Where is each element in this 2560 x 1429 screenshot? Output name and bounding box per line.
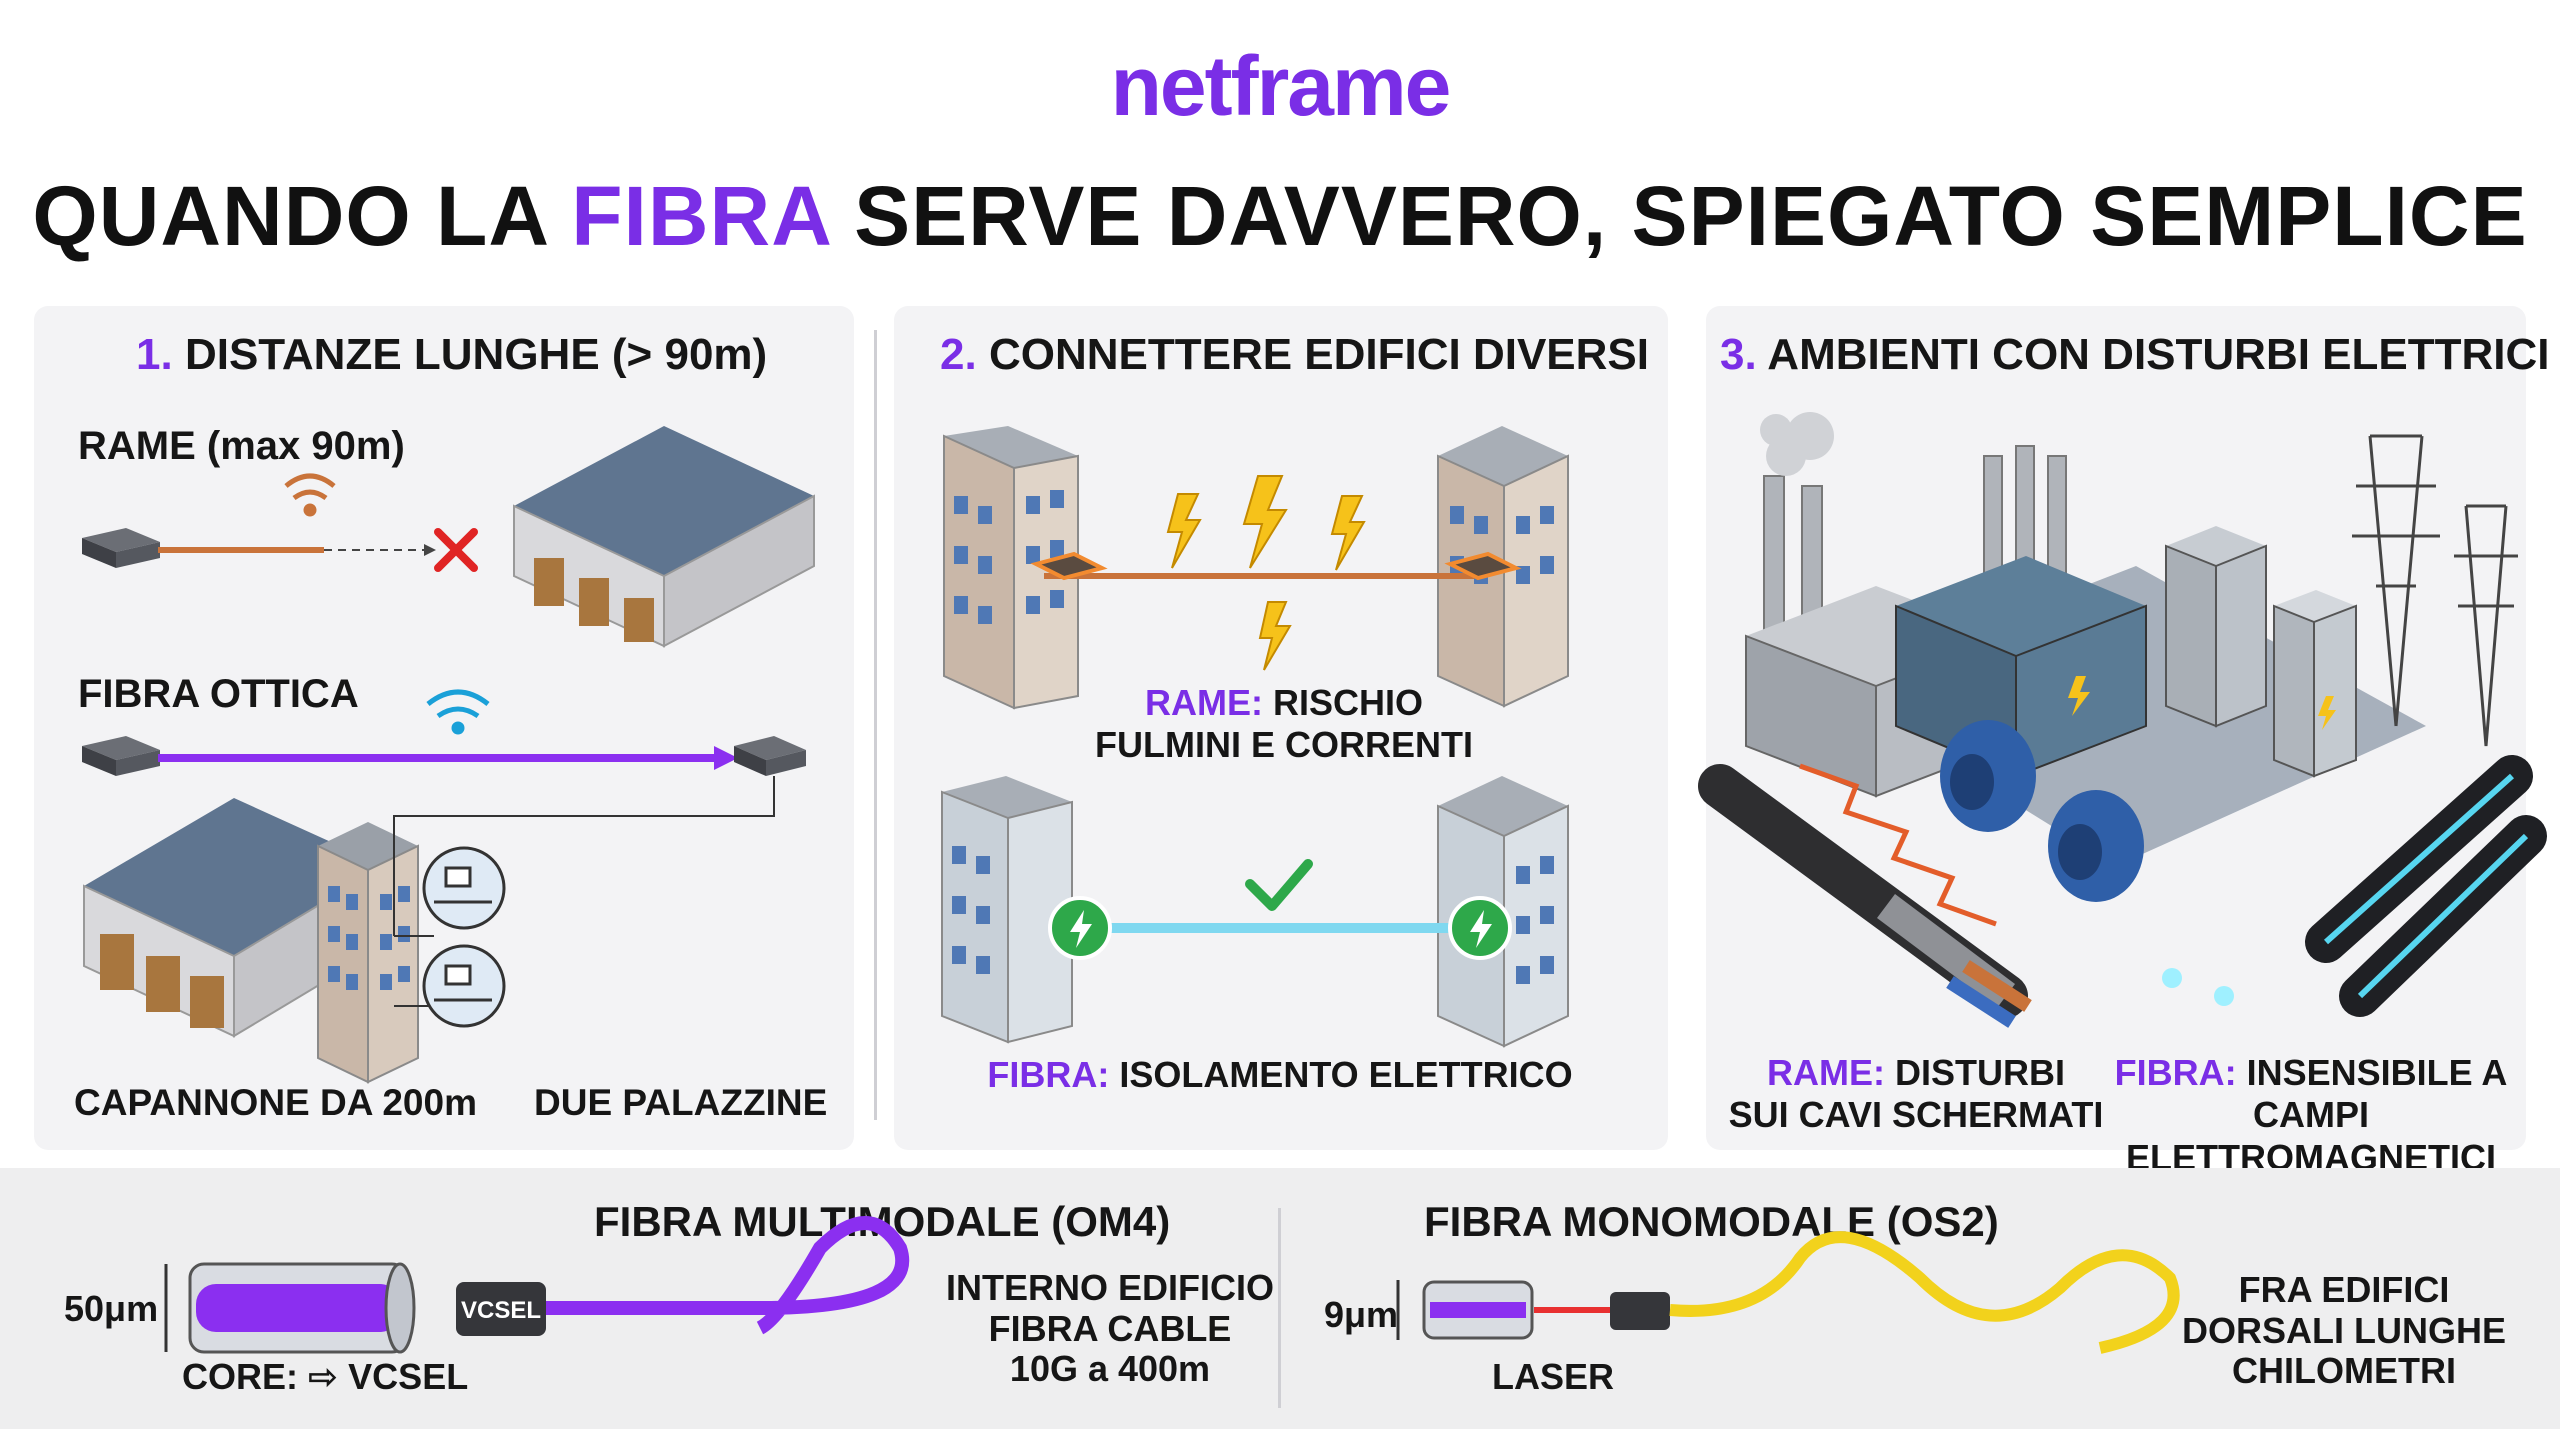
page-title: QUANDO LA FIBRA SERVE DAVVERO, SPIEGATO … [0,168,2560,265]
copper-label: RAME (max 90m) [78,424,405,468]
fiber-switch-right-icon [734,736,806,776]
copper-switch-icon [82,528,160,568]
sm-core-size: 9μm [1324,1294,1399,1335]
fail-x-icon [434,528,478,572]
switch-left-icon [1030,551,1108,581]
office-building-icon [317,822,419,1084]
panel1-illustration [82,426,815,1084]
copper-shielded-cable-icon [1698,764,2032,1028]
control-cabinet-icon [2165,526,2357,778]
interference-arrow-icon [1799,763,1997,927]
mm-core-label: CORE: ⇨ VCSEL [182,1356,469,1397]
vcsel-text: VCSEL [461,1297,541,1324]
smoke-icon [1760,412,1834,476]
fiber-cable-icon [2162,755,2547,1017]
singlemode-cable [1669,1231,2180,1354]
wifi-icon [426,689,490,735]
laser-source-icon [1610,1292,1670,1330]
building-left-top-icon [943,426,1079,710]
singlemode-core-icon [1396,1280,1534,1340]
fiber-types-illustration: VCSEL [164,1216,2180,1354]
multimode-cable [546,1216,910,1335]
panel2-fiber-caption: FIBRA: ISOLAMENTO ELETTRICO [987,1054,1573,1095]
title-accent: FIBRA [571,169,830,263]
workstation-icon [422,846,506,1028]
brand-logo: netframe [1110,39,1452,133]
panel3-illustration [1698,412,2547,1028]
check-icon [1245,859,1313,911]
switch-right-icon [1444,551,1522,581]
isolation-left-icon [1048,896,1112,960]
building-left-bottom-icon [941,776,1073,1044]
sm-source-label: LASER [1492,1356,1615,1397]
warehouse-far-icon [513,426,815,648]
sm-title: FIBRA MONOMODALE (OS2) [1424,1198,1999,1245]
band-divider [1278,1208,1281,1408]
vcsel-source-icon: VCSEL [456,1282,546,1336]
building-right-bottom-icon [1437,776,1569,1048]
machine-icon [1895,556,2147,778]
panel2-illustration [941,426,1569,1048]
panel1-title: 1. DISTANZE LUNGHE (> 90m) [136,330,768,379]
title-post: SERVE DAVVERO, SPIEGATO SEMPLICE [829,169,2528,263]
divider-1 [874,330,877,1120]
multimode-core-icon [164,1262,416,1354]
buildings-caption: DUE PALAZZINE [534,1082,828,1123]
panel3-title: 3. AMBIENTI CON DISTURBI ELETTRICI [1720,330,2550,379]
electric-motor-icon [1940,720,2144,902]
mm-core-size: 50μm [64,1288,159,1329]
title-pre: QUANDO LA [32,169,572,263]
panel2-title: 2. CONNETTERE EDIFICI DIVERSI [940,330,1650,379]
lightning-icon [1166,475,1366,671]
isolation-right-icon [1448,896,1512,960]
fiber-label: FIBRA OTTICA [78,672,359,716]
power-pylon-icon [2352,434,2518,747]
fiber-switch-left-icon [82,736,160,776]
warehouse-caption: CAPANNONE DA 200m [74,1082,477,1123]
weak-signal-icon [284,473,336,517]
